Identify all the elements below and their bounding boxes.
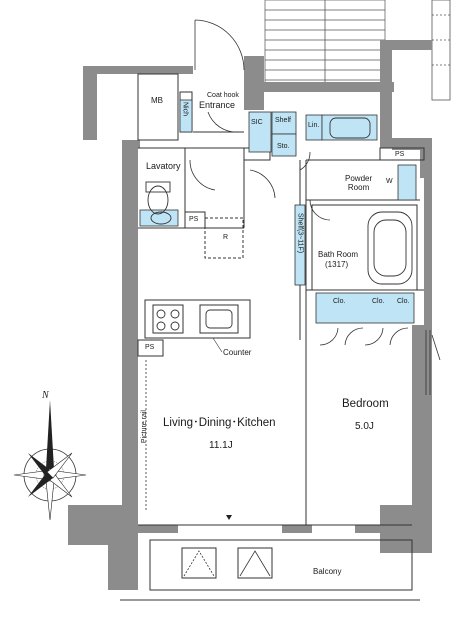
picture-rail-label: Picture rail — [141, 410, 148, 444]
bath-size-label: (1317) — [325, 260, 349, 269]
counter-pointer — [212, 337, 223, 353]
bedroom-size-label: 5.0J — [355, 421, 374, 432]
counter-label: Counter — [223, 348, 252, 357]
sto-label: Sto. — [277, 143, 290, 150]
north-label: N — [42, 390, 49, 401]
ps-lav-label: PS — [189, 216, 199, 223]
mb-label: MB — [151, 96, 163, 105]
r-label: R — [223, 234, 229, 241]
w-label: W — [386, 178, 393, 185]
ldk-label: Living･Dining･Kitchen — [163, 417, 276, 429]
fixtures — [145, 117, 413, 331]
clo-2-label: Clo. — [372, 298, 385, 305]
bedroom-window — [425, 330, 441, 395]
walls — [68, 40, 432, 590]
powder-room-label: Powder Room — [345, 174, 373, 192]
bedroom-label: Bedroom — [342, 398, 389, 410]
ldk-size-label: 11.1J — [209, 440, 233, 451]
balcony-rail-right — [431, 0, 451, 101]
shelf-vertical-label: Shelf(3~11F) — [296, 213, 304, 254]
interior-lines — [120, 73, 425, 601]
sic-label: SIC — [251, 119, 263, 126]
entrance-label: Entrance — [199, 100, 236, 110]
clo-3-label: Clo. — [397, 298, 410, 305]
ps-top-label: PS — [395, 151, 405, 158]
lavatory-label: Lavatory — [146, 161, 181, 171]
stairs — [264, 0, 386, 89]
compass — [13, 400, 87, 521]
entrance-marker — [226, 515, 232, 520]
nich-label: Nich — [181, 102, 189, 117]
bath-room-label: Bath Room — [318, 250, 359, 259]
coat-hook-label: Coat hook — [207, 92, 239, 99]
shelf-entry-label: Shelf — [275, 117, 291, 124]
lin-label: Lin. — [308, 122, 320, 129]
balcony-door-marks — [183, 550, 271, 577]
door-swings — [189, 19, 409, 346]
balcony-label: Balcony — [313, 567, 342, 576]
clo-1-label: Clo. — [333, 298, 346, 305]
ps-kitchen-label: PS — [145, 344, 155, 351]
